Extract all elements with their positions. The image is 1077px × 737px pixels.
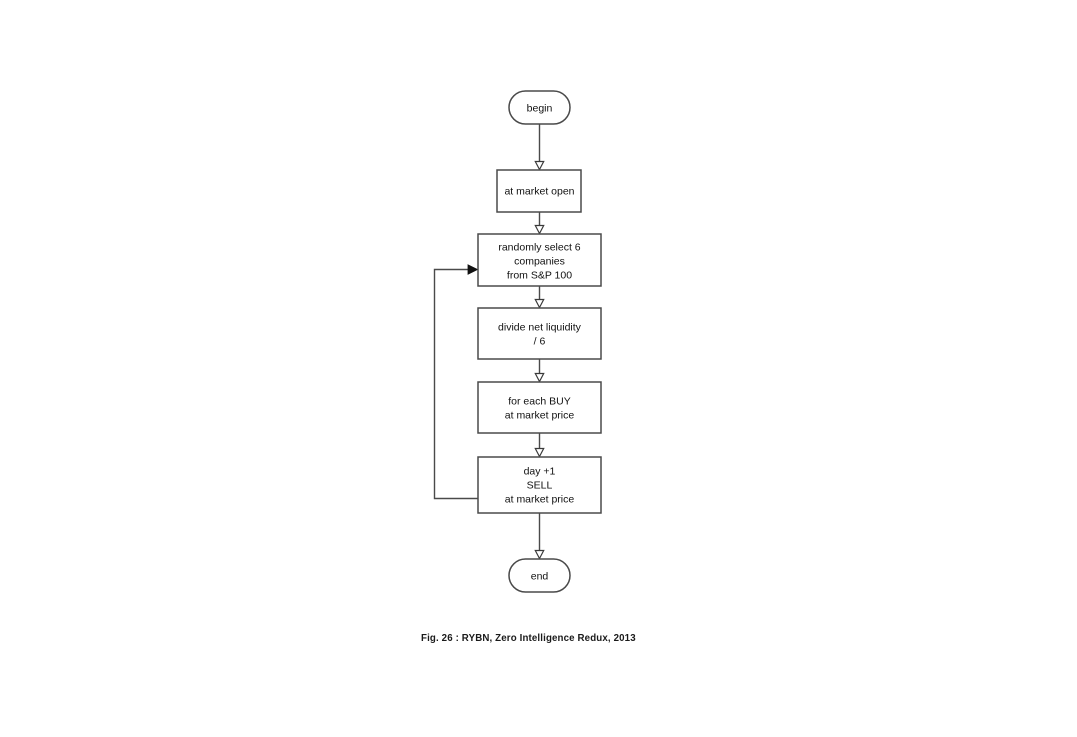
node-divide-net-liquidity-label-line-2: / 6 bbox=[534, 335, 546, 347]
node-randomly-select-companies[interactable]: randomly select 6 companies from S&P 100 bbox=[477, 233, 602, 287]
edge-market-open-to-select bbox=[534, 212, 545, 235]
node-end-label: end bbox=[531, 570, 549, 582]
node-end-shape bbox=[508, 558, 571, 593]
edge-buy-to-sell bbox=[534, 433, 545, 458]
flowchart-nodes: begin at market open randomly select 6 c… bbox=[477, 90, 602, 593]
node-begin-label: begin bbox=[527, 102, 553, 114]
node-for-each-buy-label-line-2: at market price bbox=[505, 409, 575, 421]
node-divide-net-liquidity[interactable]: divide net liquidity / 6 bbox=[477, 307, 602, 360]
edge-begin-to-market-open bbox=[534, 124, 545, 171]
node-day-plus-one-sell[interactable]: day +1 SELL at market price bbox=[477, 456, 602, 514]
edge-divide-to-buy bbox=[534, 359, 545, 383]
node-at-market-open-label: at market open bbox=[504, 185, 574, 197]
node-for-each-buy-label-line-1: for each BUY bbox=[508, 395, 570, 407]
node-for-each-buy[interactable]: for each BUY at market price bbox=[477, 381, 602, 434]
node-divide-net-liquidity-label-line-1: divide net liquidity bbox=[498, 321, 582, 333]
flowchart-edges bbox=[433, 124, 545, 560]
edge-select-to-divide bbox=[534, 286, 545, 309]
node-day-plus-one-sell-label-line-1: day +1 bbox=[524, 465, 556, 477]
node-randomly-select-companies-label-line-1: randomly select 6 bbox=[498, 241, 580, 253]
figure-caption: Fig. 26 : RYBN, Zero Intelligence Redux,… bbox=[421, 633, 636, 644]
node-day-plus-one-sell-shape bbox=[477, 456, 602, 514]
node-begin-shape bbox=[508, 90, 571, 125]
node-randomly-select-companies-label-line-2: companies bbox=[514, 255, 565, 267]
node-at-market-open[interactable]: at market open bbox=[496, 169, 582, 213]
node-at-market-open-shape bbox=[496, 169, 582, 213]
node-begin[interactable]: begin bbox=[508, 90, 571, 125]
node-divide-net-liquidity-shape bbox=[477, 307, 602, 360]
node-day-plus-one-sell-label-line-2: SELL bbox=[527, 479, 553, 491]
node-for-each-buy-shape bbox=[477, 381, 602, 434]
node-randomly-select-companies-shape bbox=[477, 233, 602, 287]
edge-sell-to-select-feedback-loop bbox=[433, 264, 479, 500]
node-end[interactable]: end bbox=[508, 558, 571, 593]
edge-sell-to-end bbox=[534, 513, 545, 560]
node-randomly-select-companies-label-line-3: from S&P 100 bbox=[507, 269, 572, 281]
node-day-plus-one-sell-label-line-3: at market price bbox=[505, 493, 575, 505]
